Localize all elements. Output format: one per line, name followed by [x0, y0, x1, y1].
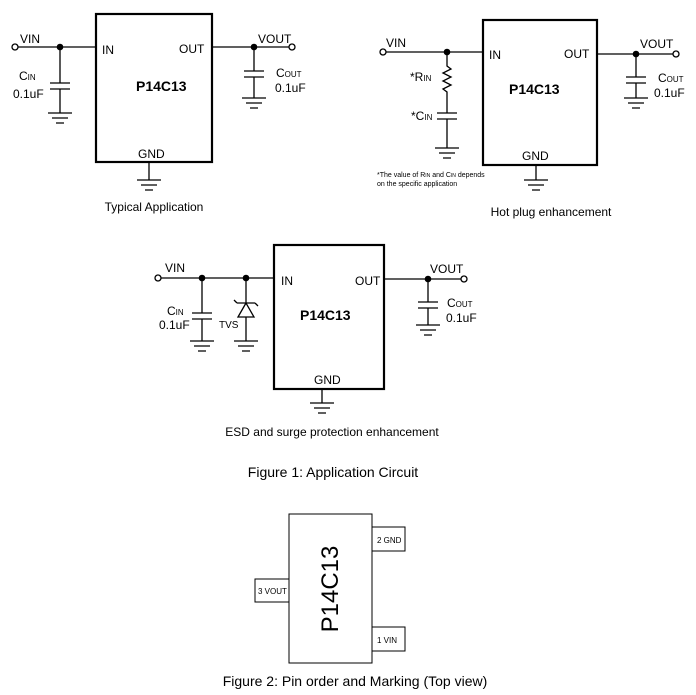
cout-capacitor-ground	[242, 47, 266, 109]
cin-value: 0.1uF	[13, 87, 44, 101]
figure-2-caption: Figure 2: Pin order and Marking (Top vie…	[223, 673, 488, 689]
vin-label: VIN	[20, 32, 40, 46]
vout-terminal	[672, 50, 680, 58]
circuit-typical-application: P14C13 IN OUT GND VIN CIN 0.1uF VOUT COU…	[11, 12, 306, 214]
pin-2-label: 2 GND	[377, 536, 402, 545]
chip-box	[94, 12, 214, 164]
cin-label: CIN	[167, 304, 184, 318]
pin-gnd-label: GND	[522, 149, 549, 163]
pin-gnd-label: GND	[314, 373, 341, 387]
cout-value: 0.1uF	[654, 86, 685, 100]
cout-label: COUT	[658, 71, 684, 85]
caption-esd-surge: ESD and surge protection enhancement	[225, 425, 439, 439]
chip-name: P14C13	[509, 81, 560, 97]
vout-label: VOUT	[640, 37, 674, 51]
pin-out-label: OUT	[179, 42, 205, 56]
cin-capacitor-ground	[190, 278, 214, 352]
chip-name: P14C13	[136, 78, 187, 94]
pin-1-box	[371, 626, 406, 652]
vout-terminal	[288, 43, 296, 51]
pin-in-label: IN	[281, 274, 293, 288]
cout-value: 0.1uF	[446, 311, 477, 325]
cin-capacitor-ground	[48, 47, 72, 124]
circuit-esd-surge: P14C13 IN OUT GND VIN CIN 0.1uF TVS VOUT…	[154, 243, 477, 439]
vin-terminal	[154, 274, 162, 282]
tvs-label: TVS	[219, 320, 239, 331]
package-top-view: 2 GND 1 VIN 3 VOUT P14C13	[254, 513, 406, 664]
chip-name: P14C13	[300, 307, 351, 323]
cout-capacitor-ground	[416, 279, 440, 336]
cin-value: 0.1uF	[159, 318, 190, 332]
cout-label: COUT	[447, 296, 473, 310]
package-body	[288, 513, 373, 664]
rin-resistor-cin-capacitor	[435, 52, 459, 159]
gnd-symbol	[137, 162, 161, 191]
vout-label: VOUT	[430, 262, 464, 276]
tvs-diode	[233, 278, 259, 352]
caption-typical-application: Typical Application	[105, 200, 204, 214]
package-marking: P14C13	[317, 546, 344, 633]
gnd-symbol	[310, 389, 334, 414]
chip-box	[481, 18, 599, 167]
pin-2-box	[371, 526, 406, 552]
cout-capacitor-ground	[624, 54, 648, 109]
gnd-symbol	[524, 165, 548, 191]
pin-out-label: OUT	[564, 47, 590, 61]
pin-1-label: 1 VIN	[377, 636, 397, 645]
cout-label: COUT	[276, 66, 302, 80]
vin-label: VIN	[386, 36, 406, 50]
cin-label: CIN	[19, 69, 36, 83]
note-line-2: on the specific application	[377, 181, 457, 188]
circuit-hot-plug: P14C13 IN OUT GND VIN *RIN *CIN *The val…	[377, 18, 685, 219]
vin-label: VIN	[165, 261, 185, 275]
rin-label: *RIN	[410, 70, 432, 84]
pin-gnd-label: GND	[138, 147, 165, 161]
figure-1-caption: Figure 1: Application Circuit	[248, 464, 419, 480]
caption-hot-plug: Hot plug enhancement	[491, 205, 612, 219]
vin-terminal	[11, 43, 19, 51]
pin-in-label: IN	[489, 48, 501, 62]
chip-box	[272, 243, 386, 391]
cout-value: 0.1uF	[275, 81, 306, 95]
vout-label: VOUT	[258, 32, 292, 46]
pin-3-label: 3 VOUT	[258, 587, 287, 596]
cin-label: *CIN	[411, 109, 433, 123]
pin-in-label: IN	[102, 43, 114, 57]
pin-out-label: OUT	[355, 274, 381, 288]
vout-terminal	[460, 275, 468, 283]
note-line-1: *The value of RIN and CIN depends	[377, 172, 485, 179]
